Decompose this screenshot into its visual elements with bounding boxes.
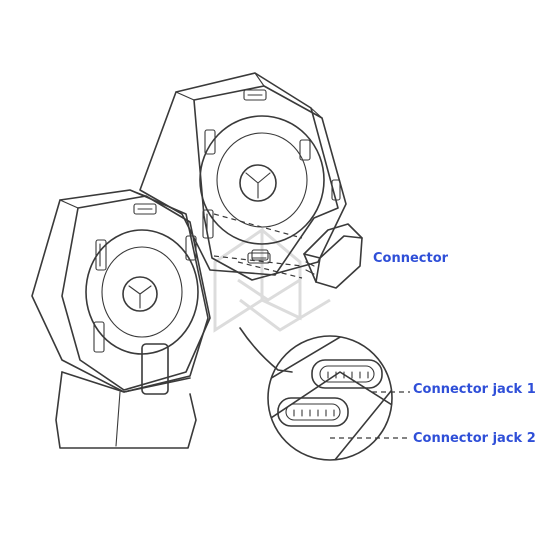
- connector-label: Connector: [373, 251, 449, 266]
- logo-y-icon-lower: [122, 276, 158, 312]
- connector-jack-2-label: Connector jack 2: [413, 431, 536, 446]
- jack-1-slot: [311, 359, 383, 389]
- connector-part: [303, 223, 363, 289]
- connector-jack-1-label: Connector jack 1: [413, 382, 536, 397]
- alignment-line-1: [213, 213, 303, 239]
- alignment-line-3: [237, 261, 303, 279]
- logo-y-icon-upper: [239, 164, 277, 202]
- zoom-detail-circle: [267, 335, 393, 461]
- watermark-logo: [213, 227, 331, 333]
- lower-hexagon-panel: [31, 189, 211, 395]
- alignment-line-2: [213, 255, 303, 267]
- base-stand: [55, 371, 197, 449]
- jack-2-slot: [277, 397, 349, 427]
- callout-pointer: [239, 327, 293, 373]
- upper-hexagon-panel: [139, 72, 347, 281]
